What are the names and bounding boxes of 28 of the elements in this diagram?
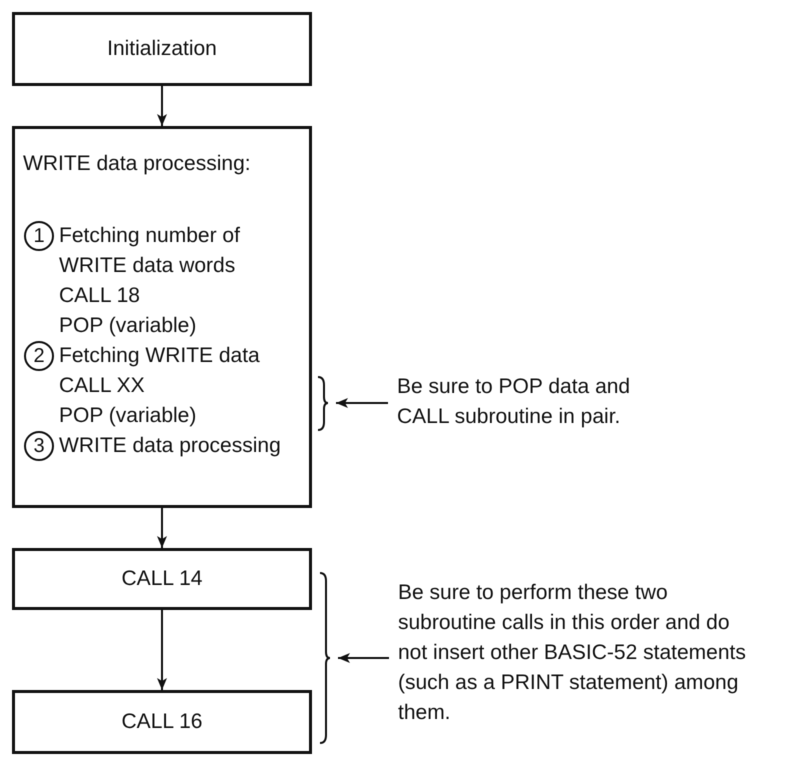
process-box [12, 690, 312, 754]
box-label: CALL 18 [59, 283, 141, 309]
arrow [336, 398, 388, 408]
box-label: WRITE data processing: [23, 151, 252, 177]
arrow [157, 610, 167, 690]
arrow [157, 508, 167, 548]
arrow [338, 653, 389, 663]
process-box [12, 12, 312, 86]
process-box [12, 126, 312, 508]
box-label: WRITE data processing [59, 433, 282, 459]
step-number-circle [24, 221, 54, 251]
box-label: Fetching number of WRITE data words [59, 223, 241, 279]
step-number-circle [24, 431, 54, 461]
box-label: CALL 16 [122, 709, 202, 735]
step-number: 3 [33, 436, 45, 456]
box-label: POP (variable) [59, 403, 198, 429]
process-box [12, 548, 312, 610]
step-number-circle [24, 341, 54, 371]
note-text: Be sure to perform these two subroutine calls in this order and do not insert other BASIC-52 statements (such as a PRINT statement) among them. [398, 580, 747, 726]
note-text: Be sure to POP data and CALL subroutine in pair. [397, 374, 632, 430]
box-label: Fetching WRITE data [59, 343, 261, 369]
box-label: CALL 14 [122, 566, 202, 592]
box-label: Initialization [107, 36, 217, 62]
step-number: 1 [33, 226, 45, 246]
arrow [157, 86, 167, 126]
box-label: CALL XX [59, 373, 146, 399]
step-number: 2 [33, 346, 45, 366]
box-label: POP (variable) [59, 313, 198, 339]
